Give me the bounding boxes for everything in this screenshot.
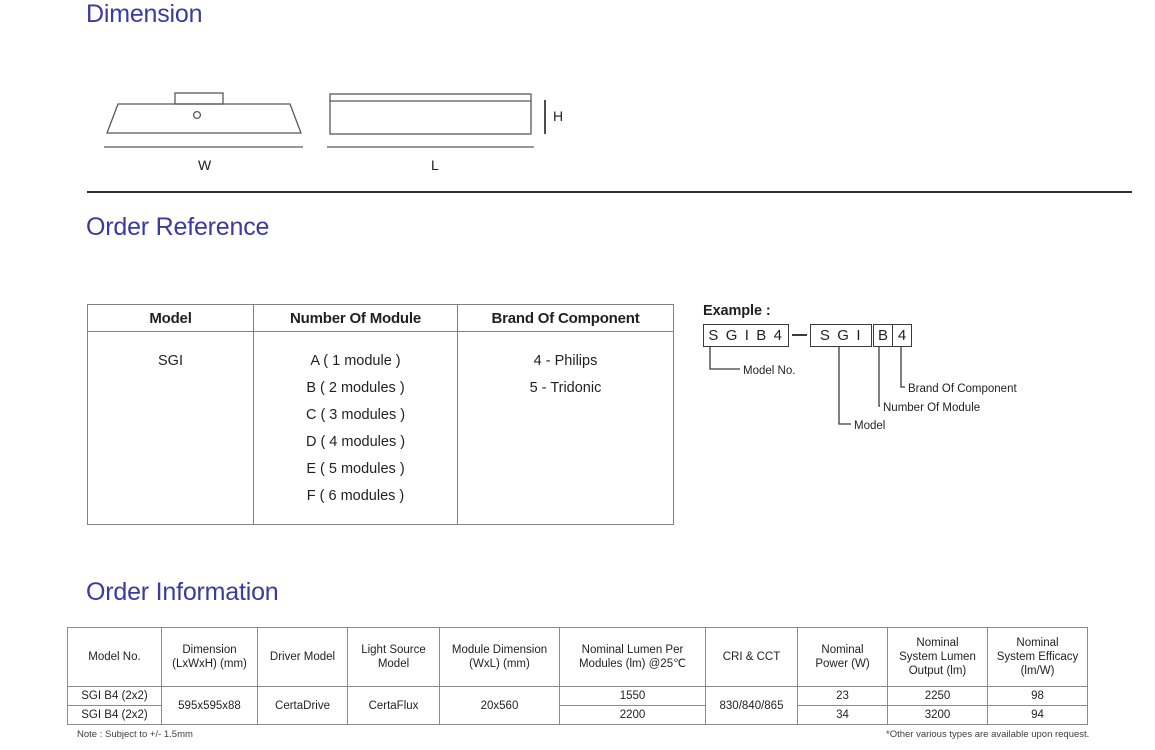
example-code-box-brand-of-component: 4 bbox=[892, 324, 912, 347]
order-information-table: Model No. Dimension (LxWxH) (mm) Driver … bbox=[67, 627, 1088, 725]
header-line: System Lumen bbox=[899, 651, 976, 663]
dimension-drawing-svg bbox=[104, 92, 546, 148]
header-line: Light Source bbox=[361, 644, 426, 656]
header-line: Output (lm) bbox=[908, 665, 967, 677]
example-code-box-model: S G I bbox=[810, 324, 872, 347]
dimension-label-width: W bbox=[198, 157, 212, 173]
page-title-order-information: Order Information bbox=[86, 578, 279, 606]
module-option: D ( 4 modules ) bbox=[305, 434, 406, 450]
column-header-cri-cct: CRI & CCT bbox=[705, 627, 798, 687]
header-line: Nominal bbox=[1016, 637, 1059, 649]
column-header-nominal-system-efficacy: Nominal System Efficacy (lm/W) bbox=[987, 627, 1088, 687]
order-reference-table: Model Number Of Module Brand Of Componen… bbox=[87, 304, 674, 525]
header-line: Modules (lm) @25℃ bbox=[578, 658, 687, 670]
cell-dimension: 595x595x88 bbox=[161, 686, 258, 725]
example-title: Example : bbox=[703, 303, 771, 319]
cell-model-no: SGI B4 (2x2) bbox=[67, 686, 162, 706]
cell-nominal-power: 23 bbox=[797, 686, 888, 706]
column-header-model-no: Model No. bbox=[67, 627, 162, 687]
header-line: Nominal bbox=[821, 644, 864, 656]
column-header-nominal-system-lumen-output: Nominal System Lumen Output (lm) bbox=[887, 627, 988, 687]
header-line: (lm/W) bbox=[1020, 665, 1055, 677]
cell-number-of-module: A ( 1 module ) B ( 2 modules ) C ( 3 mod… bbox=[253, 331, 458, 525]
example-callout-model: Model bbox=[854, 420, 886, 432]
header-line: Model No. bbox=[88, 651, 141, 663]
brand-option: 4 - Philips bbox=[533, 353, 598, 369]
cell-driver-model: CertaDrive bbox=[257, 686, 348, 725]
cell-nominal-system-lumen-output: 3200 bbox=[887, 705, 988, 725]
side-view-drawing bbox=[329, 93, 532, 135]
column-header-driver-model: Driver Model bbox=[257, 627, 348, 687]
header-line: Driver Model bbox=[269, 651, 336, 663]
dimension-label-length: L bbox=[431, 157, 439, 173]
section-divider bbox=[87, 191, 1132, 193]
header-line: Nominal bbox=[916, 637, 959, 649]
cell-nominal-system-lumen-output: 2250 bbox=[887, 686, 988, 706]
column-header-model: Model bbox=[87, 304, 254, 332]
cell-brand-of-component: 4 - Philips 5 - Tridonic bbox=[457, 331, 674, 525]
header-line: Power (W) bbox=[815, 658, 870, 670]
column-header-brand-of-component: Brand Of Component bbox=[457, 304, 674, 332]
dimension-drawings bbox=[0, 0, 1155, 200]
model-value: SGI bbox=[158, 353, 183, 369]
cell-model-no: SGI B4 (2x2) bbox=[67, 705, 162, 725]
page-title-order-reference: Order Reference bbox=[86, 213, 270, 241]
column-header-nominal-power: Nominal Power (W) bbox=[797, 627, 888, 687]
leader-line-brand-of-component bbox=[900, 347, 905, 388]
order-code-example-diagram: Example : S G I B 4 S G I B 4 Model No. … bbox=[703, 303, 1143, 443]
example-separator-dash bbox=[792, 334, 807, 336]
example-callout-number-of-module: Number Of Module bbox=[883, 402, 981, 414]
leader-line-number-of-module bbox=[878, 347, 880, 407]
cell-nominal-lumen-per-module: 2200 bbox=[559, 705, 706, 725]
header-line: Model bbox=[377, 658, 410, 670]
cell-nominal-power: 34 bbox=[797, 705, 888, 725]
column-header-dimension: Dimension (LxWxH) (mm) bbox=[161, 627, 258, 687]
table-row: SGI A ( 1 module ) B ( 2 modules ) C ( 3… bbox=[87, 331, 674, 525]
leader-line-model bbox=[838, 347, 851, 425]
cell-nominal-lumen-per-module: 1550 bbox=[559, 686, 706, 706]
header-line: Dimension bbox=[182, 644, 237, 656]
cell-cri-cct: 830/840/865 bbox=[705, 686, 798, 725]
note-other-types: *Other various types are available upon … bbox=[886, 729, 1090, 740]
header-line: (LxWxH) (mm) bbox=[172, 658, 247, 670]
header-line: (WxL) (mm) bbox=[469, 658, 530, 670]
header-line: Nominal Lumen Per bbox=[581, 644, 684, 656]
example-code-box-number-of-module: B bbox=[873, 324, 893, 347]
module-option: A ( 1 module ) bbox=[310, 353, 401, 369]
cell-nominal-system-efficacy: 98 bbox=[987, 686, 1088, 706]
example-code-box-model-no: S G I B 4 bbox=[703, 324, 789, 347]
column-header-light-source-model: Light Source Model bbox=[347, 627, 440, 687]
module-option: C ( 3 modules ) bbox=[305, 407, 406, 423]
example-callout-brand-of-component: Brand Of Component bbox=[908, 383, 1017, 395]
header-line: Module Dimension bbox=[451, 644, 548, 656]
dimension-label-height: H bbox=[553, 108, 564, 124]
table-row: SGI B4 (2x2) 595x595x88 CertaDrive Certa… bbox=[67, 686, 1088, 725]
table-header-row: Model Number Of Module Brand Of Componen… bbox=[87, 304, 674, 332]
example-callout-model-no: Model No. bbox=[743, 365, 796, 377]
front-view-drawing bbox=[106, 92, 302, 134]
cell-nominal-system-efficacy: 94 bbox=[987, 705, 1088, 725]
table-row: SGI B4 (2x2) 2200 34 3200 94 bbox=[67, 705, 1088, 725]
cell-module-dimension: 20x560 bbox=[439, 686, 560, 725]
module-option: B ( 2 modules ) bbox=[306, 380, 405, 396]
cell-light-source-model: CertaFlux bbox=[347, 686, 440, 725]
header-line: System Efficacy bbox=[996, 651, 1079, 663]
page-title-dimension: Dimension bbox=[86, 0, 203, 28]
brand-option: 5 - Tridonic bbox=[529, 380, 602, 396]
header-line: CRI & CCT bbox=[722, 651, 781, 663]
leader-line-model-no bbox=[709, 347, 740, 370]
column-header-nominal-lumen-per-module: Nominal Lumen Per Modules (lm) @25℃ bbox=[559, 627, 706, 687]
column-header-module-dimension: Module Dimension (WxL) (mm) bbox=[439, 627, 560, 687]
note-dimension-tolerance: Note : Subject to +/- 1.5mm bbox=[77, 729, 193, 740]
module-option: F ( 6 modules ) bbox=[306, 488, 405, 504]
column-header-number-of-module: Number Of Module bbox=[253, 304, 458, 332]
module-option: E ( 5 modules ) bbox=[306, 461, 405, 477]
cell-model: SGI bbox=[87, 331, 254, 525]
table-header-row: Model No. Dimension (LxWxH) (mm) Driver … bbox=[67, 627, 1088, 687]
